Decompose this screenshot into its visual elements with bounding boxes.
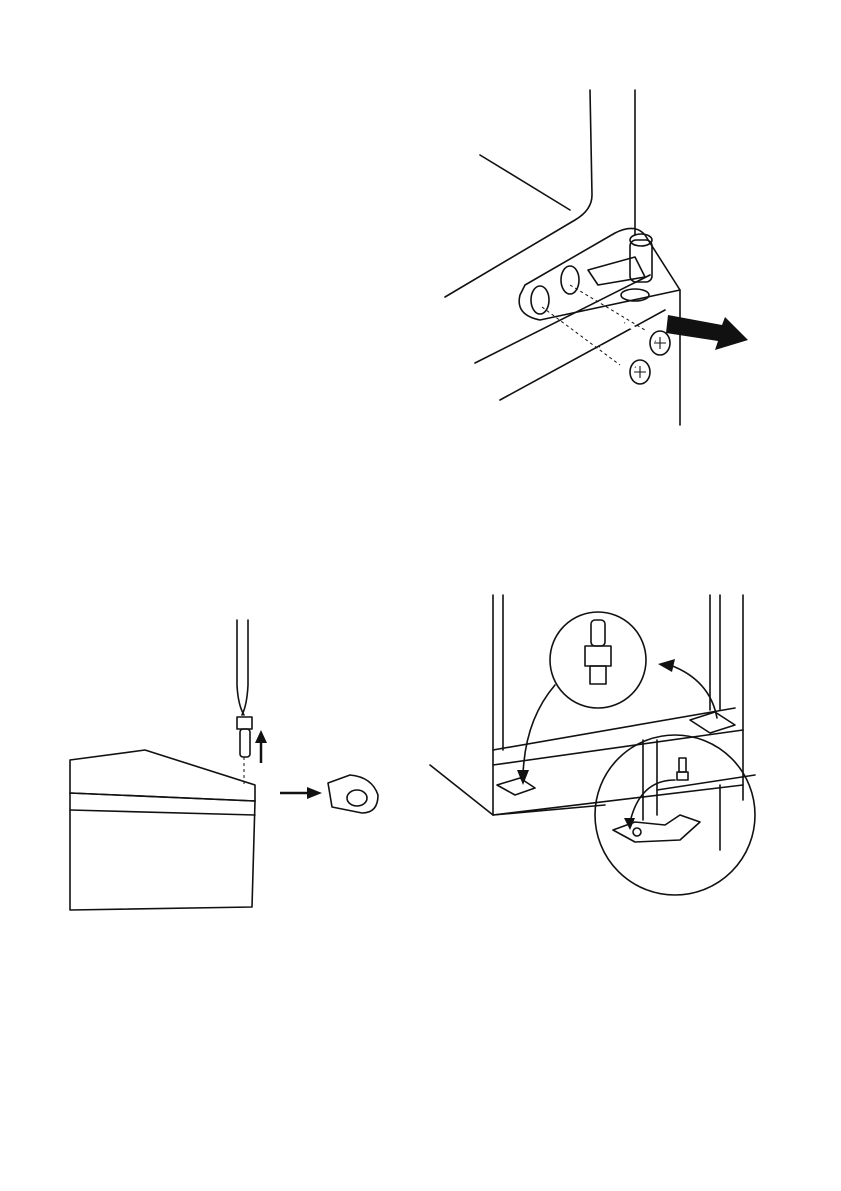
pin-zoom-inset bbox=[550, 612, 646, 708]
bracket-zoom-inset bbox=[595, 735, 755, 895]
screw-icon bbox=[625, 323, 670, 355]
pull-out-arrow-icon bbox=[666, 315, 748, 350]
screw-hole-icon bbox=[561, 266, 579, 294]
screw-hole-icon bbox=[531, 286, 549, 314]
upper-hinge-diagram bbox=[430, 85, 760, 430]
arrow-right-icon bbox=[307, 787, 322, 799]
pin-removal-diagram bbox=[60, 615, 390, 915]
arrow-up-icon bbox=[255, 730, 267, 743]
screw-icon bbox=[600, 347, 650, 384]
bracket-icon bbox=[497, 778, 535, 795]
arrow-curve-icon bbox=[658, 659, 675, 672]
bracket-relocation-diagram bbox=[425, 590, 770, 900]
hinge-part-icon bbox=[328, 775, 378, 813]
